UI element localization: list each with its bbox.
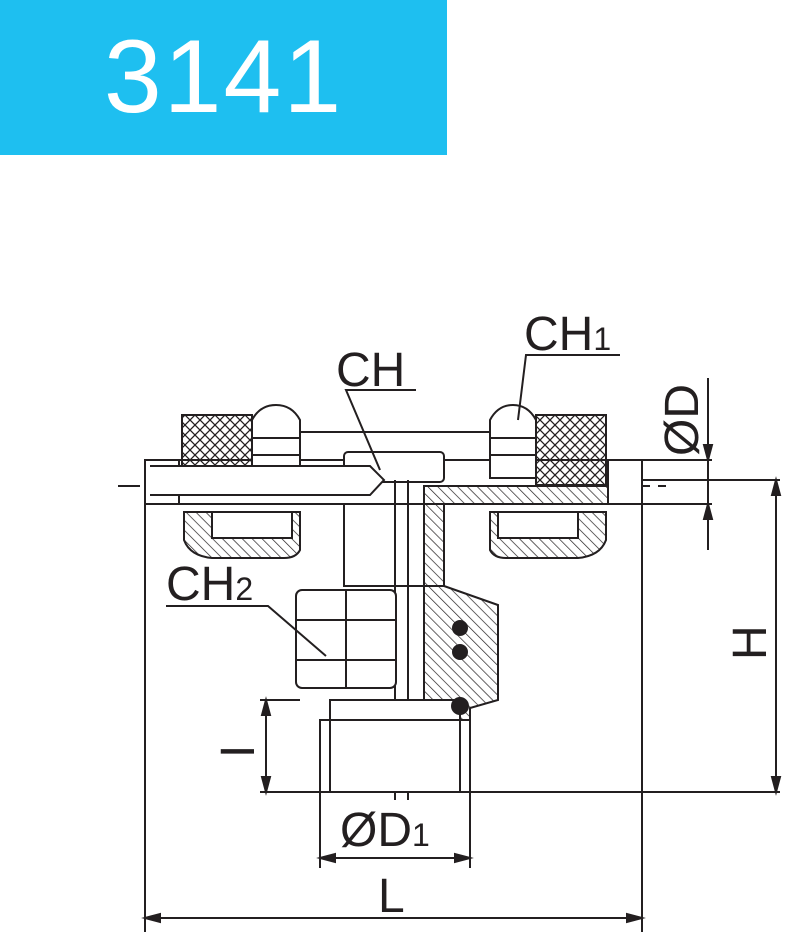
product-code: 3141: [103, 19, 344, 135]
product-code-banner: [0, 0, 447, 155]
o-ring-bottom: [451, 697, 469, 715]
threaded-end: [319, 719, 471, 793]
right-hex-ch1: [489, 403, 537, 479]
label-od1: ØD1: [340, 804, 430, 857]
o-ring-mid: [452, 644, 468, 660]
o-ring-top: [452, 620, 468, 636]
label-ch2: CH2: [166, 558, 253, 611]
label-od: ØD: [656, 384, 709, 456]
label-ch: CH: [336, 344, 405, 397]
leader-ch1: [517, 354, 620, 421]
leader-ch2: [166, 605, 327, 657]
left-hex-ch1: [251, 403, 301, 479]
label-h: H: [724, 625, 777, 660]
right-knurled-nut: [535, 414, 607, 486]
label-l: L: [378, 870, 405, 923]
label-i: I: [212, 745, 265, 758]
label-ch1: CH1: [524, 308, 611, 361]
leader-ch: [344, 389, 416, 471]
right-end-cap: [607, 459, 643, 505]
